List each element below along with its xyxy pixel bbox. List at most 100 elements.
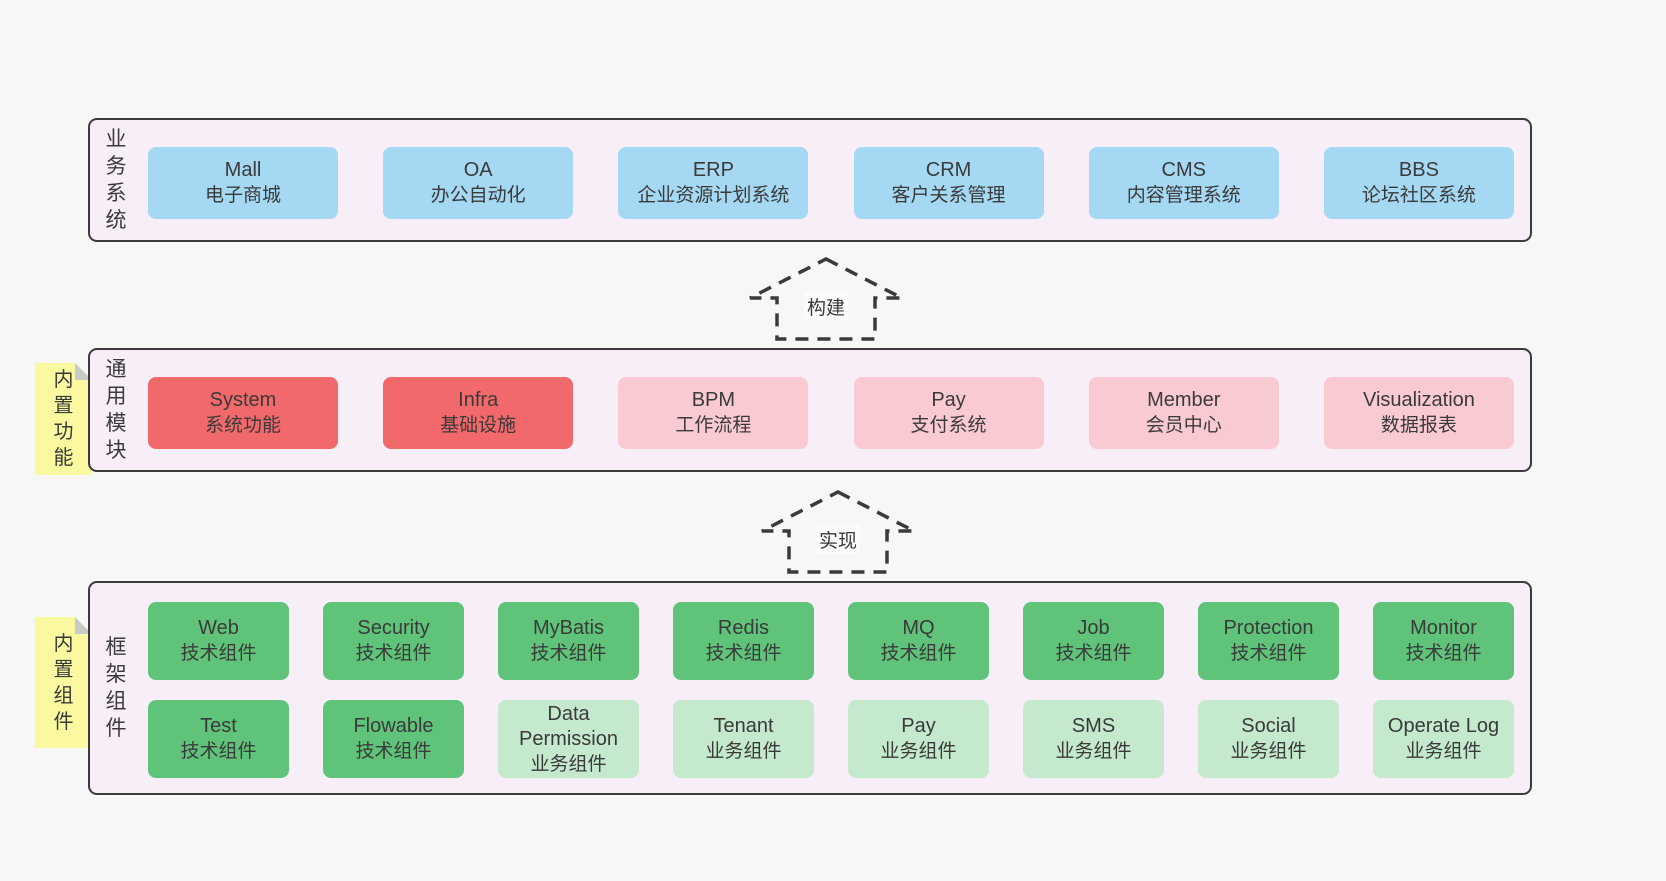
card-subtitle: 办公自动化 <box>430 185 526 206</box>
card-title: Protection <box>1223 617 1314 639</box>
card-subtitle: 业务组件 <box>1230 741 1307 762</box>
card-subtitle: 技术组件 <box>355 643 432 664</box>
sticky-note-builtin-features: 内置功能 <box>35 363 92 475</box>
card-social: Social 业务组件 <box>1198 700 1339 778</box>
sticky-note-builtin-components: 内置组件 <box>35 617 92 748</box>
card-subtitle: 业务组件 <box>880 741 957 762</box>
card-bpm: BPM 工作流程 <box>618 377 809 449</box>
card-title: Monitor <box>1410 617 1477 639</box>
card-title: Redis <box>717 617 770 639</box>
card-sms: SMS 业务组件 <box>1023 700 1164 778</box>
card-title: MQ <box>902 617 935 639</box>
layer-business-label: 业务系统 <box>105 128 127 232</box>
card-subtitle: 数据报表 <box>1380 415 1457 436</box>
card-subtitle: 技术组件 <box>705 643 782 664</box>
card-monitor: Monitor 技术组件 <box>1373 602 1514 680</box>
card-subtitle: 技术组件 <box>180 643 257 664</box>
card-title: Data Permission <box>519 702 618 750</box>
sticky-note-text: 内置组件 <box>53 632 74 733</box>
card-subtitle: 业务组件 <box>1405 741 1482 762</box>
card-member: Member 会员中心 <box>1088 377 1279 449</box>
card-title: Web <box>198 617 239 639</box>
card-redis: Redis 技术组件 <box>673 602 814 680</box>
card-job: Job 技术组件 <box>1023 602 1164 680</box>
up-arrow-build: 构建 <box>746 256 906 342</box>
card-subtitle: 业务组件 <box>1055 741 1132 762</box>
card-title: ERP <box>692 159 734 181</box>
card-mall: Mall 电子商城 <box>148 147 338 219</box>
card-title: CRM <box>925 159 972 181</box>
layer-modules-boxes: System 系统功能 Infra 基础设施 BPM 工作流程 Pay 支付系统 Member 会… <box>148 377 1514 449</box>
card-subtitle: 论坛社区系统 <box>1361 185 1476 206</box>
card-pay: Pay 支付系统 <box>853 377 1044 449</box>
card-subtitle: 电子商城 <box>204 185 281 206</box>
card-test: Test 技术组件 <box>148 700 289 778</box>
card-system: System 系统功能 <box>148 377 338 449</box>
card-security: Security 技术组件 <box>323 602 464 680</box>
card-subtitle: 客户关系管理 <box>891 185 1006 206</box>
card-title: Pay <box>901 715 936 737</box>
card-title: Social <box>1241 715 1296 737</box>
card-subtitle: 技术组件 <box>1230 643 1307 664</box>
card-subtitle: 业务组件 <box>530 753 607 775</box>
card-subtitle: 技术组件 <box>355 741 432 762</box>
card-operate-log: Operate Log 业务组件 <box>1373 700 1514 778</box>
card-web: Web 技术组件 <box>148 602 289 680</box>
card-data-permission: Data Permission 业务组件 <box>498 700 639 778</box>
card-title: Infra <box>458 389 499 411</box>
card-infra: Infra 基础设施 <box>383 377 574 449</box>
layer-modules-label: 通用模块 <box>105 358 127 462</box>
card-title: Test <box>200 715 237 737</box>
card-title: BPM <box>691 389 736 411</box>
card-title: Mall <box>224 159 262 181</box>
card-subtitle: 支付系统 <box>910 415 987 436</box>
card-flowable: Flowable 技术组件 <box>323 700 464 778</box>
card-title: SMS <box>1071 715 1116 737</box>
layer-components-label: 框架组件 <box>105 636 127 740</box>
card-subtitle: 会员中心 <box>1145 415 1222 436</box>
card-subtitle: 系统功能 <box>204 415 281 436</box>
card-subtitle: 技术组件 <box>1055 643 1132 664</box>
card-title: CMS <box>1161 159 1206 181</box>
card-title: System <box>209 389 277 411</box>
card-subtitle: 内容管理系统 <box>1126 185 1241 206</box>
card-cms: CMS 内容管理系统 <box>1088 147 1279 219</box>
card-subtitle: 技术组件 <box>180 741 257 762</box>
card-crm: CRM 客户关系管理 <box>853 147 1044 219</box>
card-title: Pay <box>931 389 966 411</box>
card-subtitle: 技术组件 <box>880 643 957 664</box>
card-visualization: Visualization 数据报表 <box>1323 377 1514 449</box>
layer-business-systems: 业务系统 Mall 电子商城 OA 办公自动化 ERP 企业资源计划系统 CRM 客户关系管理… <box>88 118 1532 242</box>
card-subtitle: 工作流程 <box>675 415 752 436</box>
card-subtitle: 技术组件 <box>1405 643 1482 664</box>
arrow-label-build: 构建 <box>803 292 849 321</box>
card-title: Operate Log <box>1387 715 1500 737</box>
card-title: Security <box>357 617 430 639</box>
card-title: Flowable <box>353 715 434 737</box>
card-subtitle: 企业资源计划系统 <box>637 185 790 206</box>
layer-business-boxes: Mall 电子商城 OA 办公自动化 ERP 企业资源计划系统 CRM 客户关系管理 CMS 内容… <box>148 147 1514 219</box>
card-oa: OA 办公自动化 <box>383 147 574 219</box>
card-title: Visualization <box>1362 389 1475 411</box>
card-subtitle: 技术组件 <box>530 643 607 664</box>
card-mybatis: MyBatis 技术组件 <box>498 602 639 680</box>
sticky-note-text: 内置功能 <box>53 369 74 469</box>
card-mq: MQ 技术组件 <box>848 602 989 680</box>
card-erp: ERP 企业资源计划系统 <box>618 147 809 219</box>
card-title: MyBatis <box>532 617 605 639</box>
card-title: OA <box>463 159 493 181</box>
card-title: Member <box>1147 389 1221 411</box>
dashed-up-arrow-icon <box>749 257 903 341</box>
dashed-up-arrow-icon <box>761 490 915 574</box>
card-subtitle: 基础设施 <box>440 415 517 436</box>
layer-common-modules: 通用模块 System 系统功能 Infra 基础设施 BPM 工作流程 Pay 支付系统 Me… <box>88 348 1532 472</box>
card-subtitle: 业务组件 <box>705 741 782 762</box>
card-protection: Protection 技术组件 <box>1198 602 1339 680</box>
card-title: Job <box>1077 617 1110 639</box>
